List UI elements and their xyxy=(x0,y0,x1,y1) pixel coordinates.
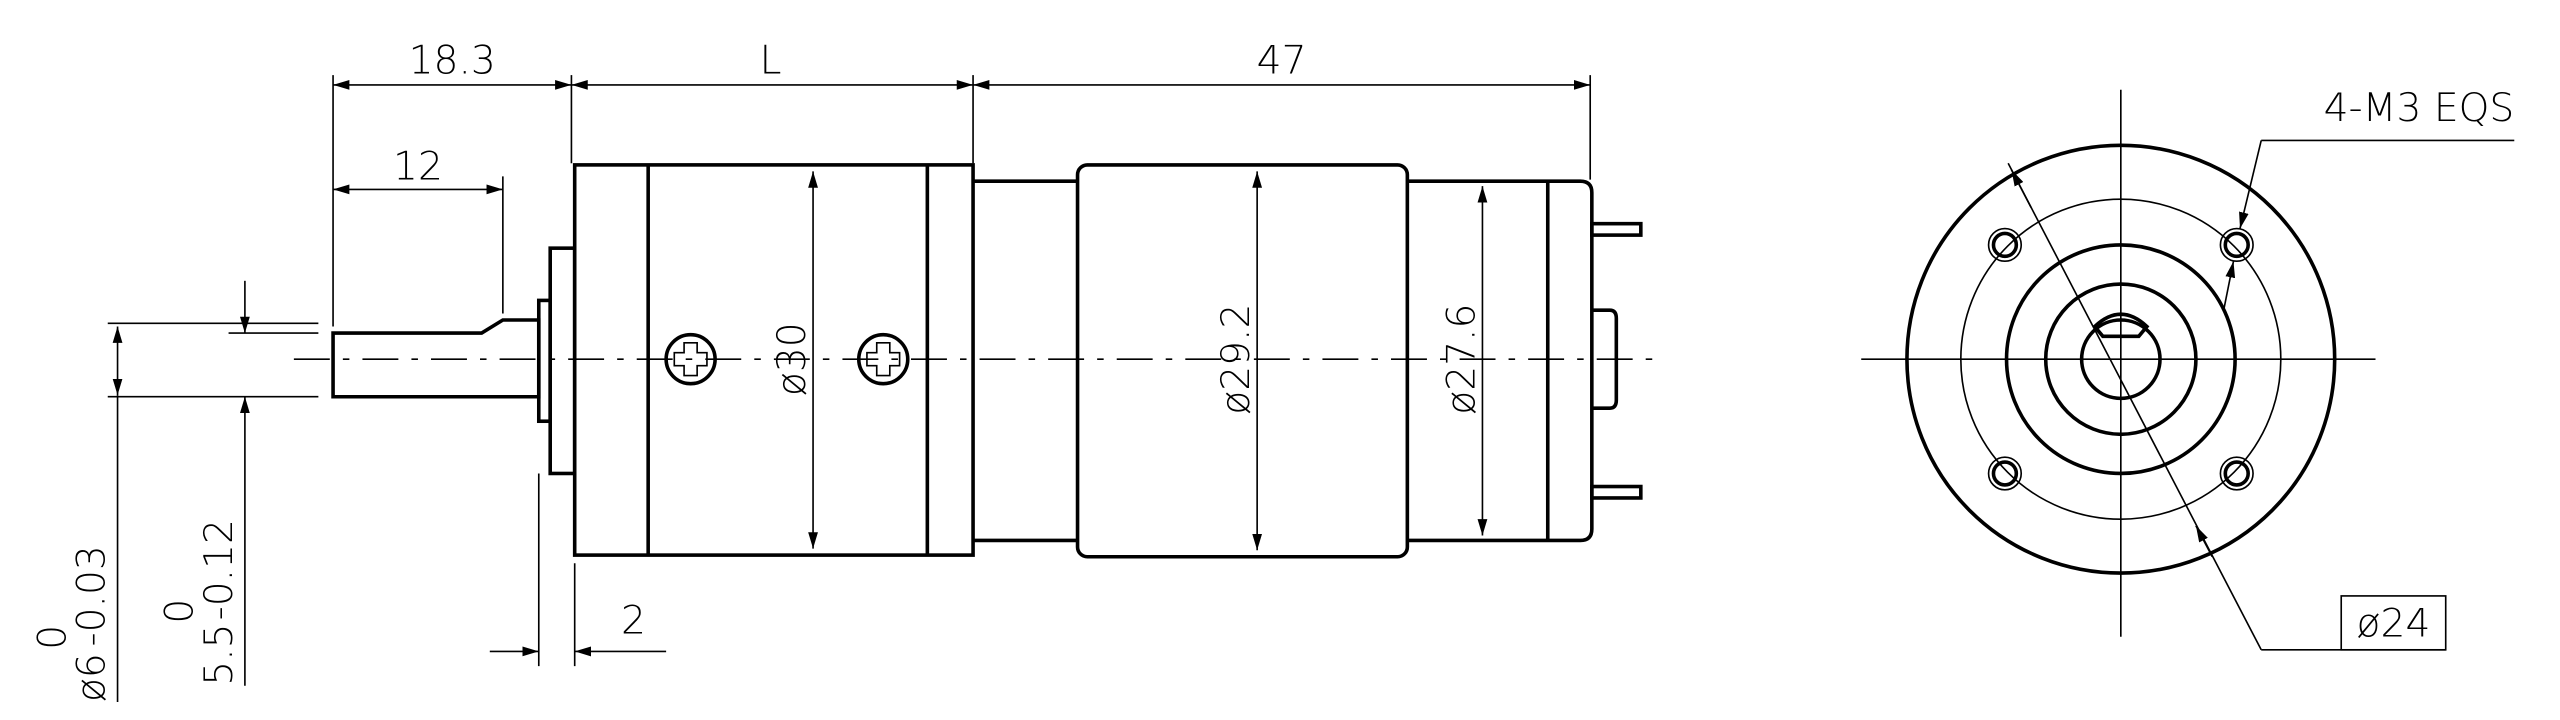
dim-motor-rear-diameter: ø27.6 xyxy=(1439,304,1484,415)
shaft-flat-value: 5.5 xyxy=(197,623,242,685)
dim-motor-length: 47 xyxy=(1257,38,1307,83)
motor-rear xyxy=(1407,179,1594,543)
screw-icon xyxy=(856,332,910,386)
mounting-hole xyxy=(1987,227,2023,263)
end-cap-bump xyxy=(1591,308,1619,410)
shaft-section xyxy=(2079,318,2162,401)
label-mounting-holes: 4-M3 EQS xyxy=(2324,86,2515,131)
shaft-diameter-value: ø6 xyxy=(69,653,114,702)
dim-gearbox-length: L xyxy=(760,38,782,83)
label-bolt-circle: ø24 xyxy=(2357,602,2431,647)
dim-shaft-flat: 5.5 0 -0.12 xyxy=(158,519,242,686)
bolt-circle-box xyxy=(2340,595,2447,651)
shaft-diameter-tol-lower: -0.03 xyxy=(69,545,114,646)
flange-outline xyxy=(1905,143,2337,575)
terminal xyxy=(1590,221,1643,237)
mounting-hole xyxy=(2219,227,2254,263)
motor-body xyxy=(973,179,1078,543)
terminal xyxy=(1590,484,1643,500)
shaft-diameter-tol-upper: 0 xyxy=(30,625,75,650)
bolt-circle xyxy=(1960,198,2282,520)
dim-shaft-diameter: ø6 0 -0.03 xyxy=(30,545,114,702)
screw-icon xyxy=(664,332,717,386)
dim-shaft-total: 18.3 xyxy=(409,38,496,83)
dim-gearbox-diameter: ø30 xyxy=(770,322,815,396)
gearbox-flange xyxy=(548,246,577,476)
front-view: 4-M3 EQS ø24 xyxy=(1861,86,2515,651)
shaft-flat-tol-lower: -0.12 xyxy=(197,519,242,620)
motor-band xyxy=(1075,163,1410,559)
dim-collar-thickness: 2 xyxy=(621,598,646,643)
dim-shaft-flat-length: 12 xyxy=(393,145,443,190)
shaft-flat-tol-upper: 0 xyxy=(158,599,203,624)
dim-motor-band-diameter: ø29.2 xyxy=(1214,304,1259,415)
mounting-hole xyxy=(1987,456,2023,491)
gearbox-body xyxy=(572,163,975,557)
mounting-hole xyxy=(2219,456,2254,491)
side-view: 18.3 L 47 12 ø30 ø29.2 ø27.6 2 ø6 0 -0.0… xyxy=(30,38,1658,702)
